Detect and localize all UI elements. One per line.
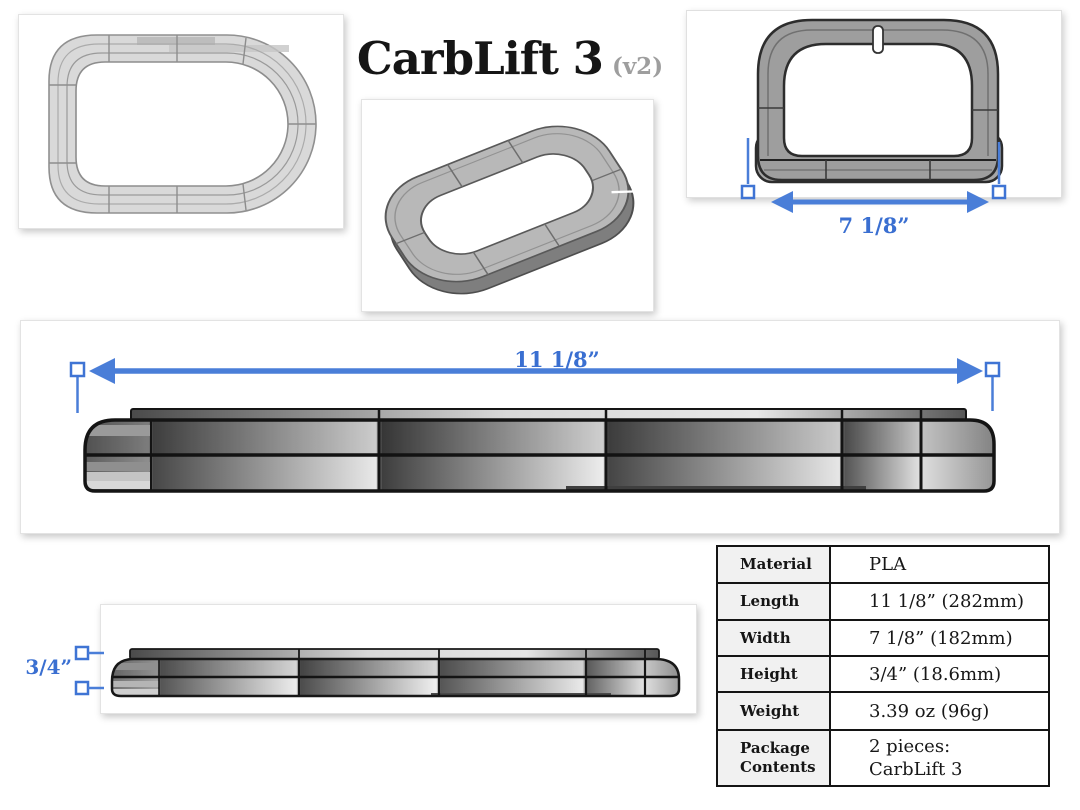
height-dimension-label: 3/4” [25,655,72,679]
dimension-endpoint-icon [984,361,1001,378]
spec-value-line: CarbLift 3 [869,759,963,780]
table-row: Weight 3.39 oz (96g) [716,691,1050,731]
spec-value: 3/4” (18.6mm) [829,655,1050,693]
isometric-render-icon [384,125,636,295]
spec-label: Material [716,545,831,584]
spec-table: Material PLA Length 11 1/8” (282mm) Widt… [716,545,1050,787]
dimension-endpoint-icon [740,184,756,200]
table-row: Width 7 1/8” (182mm) [716,619,1050,657]
side-view-small-card [100,604,697,714]
width-dimension-lines [740,138,1007,213]
dimension-endpoint-icon [69,361,86,378]
dimension-endpoint-icon [74,645,90,661]
front-view-render-icon [740,18,1007,213]
spec-value: 3.39 oz (96g) [829,691,1050,731]
page-title: CarbLift 3 (v2) [340,32,680,94]
table-row: Length 11 1/8” (282mm) [716,582,1050,621]
spec-value: 7 1/8” (182mm) [829,619,1050,657]
side-view-card: 11 1/8” [20,320,1060,534]
width-dimension-label: 7 1/8” [838,213,910,238]
spec-value-line: 2 pieces: [869,736,951,757]
spec-label: Package Contents [716,729,831,787]
height-dimension-lines [74,645,104,696]
isometric-view-card [361,99,654,312]
spec-value: 11 1/8” (282mm) [829,582,1050,621]
table-row: Height 3/4” (18.6mm) [716,655,1050,693]
product-version: (v2) [611,53,664,80]
dimension-endpoint-icon [74,680,90,696]
front-view-section: 7 1/8” [686,10,1062,255]
table-row: Package Contents 2 pieces: CarbLift 3 [716,729,1050,787]
spec-value: 2 pieces: CarbLift 3 [829,729,1050,787]
length-dimension-lines [69,358,1001,413]
alignment-notch [872,25,884,54]
length-dimension-label: 11 1/8” [514,347,600,372]
dimension-endpoint-icon [991,184,1007,200]
table-row: Material PLA [716,545,1050,584]
product-name: CarbLift 3 [356,32,604,85]
top-view-render-icon [48,34,317,214]
side-view-small-render-icon [110,648,681,698]
spec-label: Width [716,619,831,657]
spec-label: Length [716,582,831,621]
top-view-card [18,14,344,229]
side-view-render-icon [69,358,1001,493]
spec-label: Weight [716,691,831,731]
spec-label: Height [716,655,831,693]
spec-value: PLA [829,545,1050,584]
